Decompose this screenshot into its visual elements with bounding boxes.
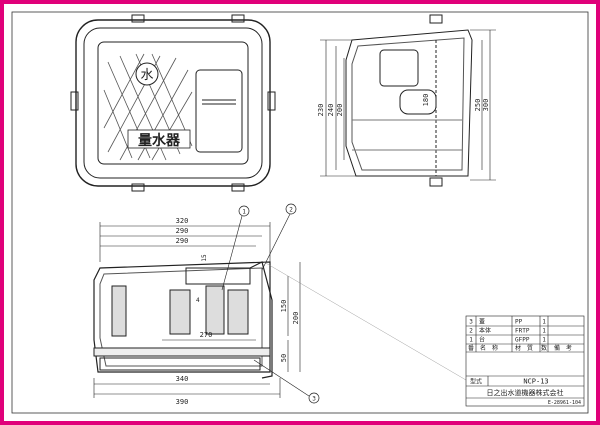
part-qty: 1 (542, 328, 546, 335)
dim-300: 300 (482, 99, 490, 112)
dim-200-section: 200 (292, 312, 300, 325)
part-qty: 1 (542, 337, 546, 344)
callout-leaders (221, 213, 313, 399)
dim-240: 240 (327, 104, 335, 117)
callout-2-circle (285, 203, 297, 215)
lid-label: 量水器 (138, 132, 181, 149)
section-view (93, 261, 273, 379)
parts-rows: 3 蓋 PP 1 2 本体 FRTP 1 1 台 GFPP 1 番 名 称 材 … (468, 318, 572, 353)
part-material: GFPP (515, 337, 530, 344)
drawing-frame (11, 11, 589, 414)
company-name: 日之出水道機器株式会社 (487, 388, 564, 397)
header-name: 名 称 (480, 344, 498, 352)
dim-390: 390 (176, 398, 189, 406)
section-dimension-lines (93, 222, 301, 398)
dim-290-top: 290 (176, 227, 189, 235)
title-block-grid (465, 315, 585, 407)
reference-line (263, 261, 467, 381)
top-view (70, 14, 276, 192)
callout-2: 2 (289, 207, 293, 214)
header-note: 備 考 (554, 344, 572, 352)
dim-320: 320 (176, 217, 189, 225)
dim-270: 270 (200, 331, 213, 339)
callout-1-circle (238, 205, 250, 217)
callout-3: 3 (312, 396, 316, 403)
dim-150: 150 (280, 300, 288, 313)
part-no: 2 (469, 328, 473, 335)
dim-230: 230 (317, 104, 325, 117)
side-dimension-lines (320, 29, 496, 181)
dim-4: 4 (196, 297, 200, 304)
part-material: FRTP (515, 328, 530, 335)
model-label: 型式 (470, 378, 482, 386)
callout-3-circle (308, 392, 320, 404)
side-view (345, 14, 473, 187)
part-no: 1 (469, 337, 473, 344)
dim-180: 180 (422, 94, 430, 107)
drawing-number: E-28961-104 (548, 400, 581, 406)
part-material: PP (515, 319, 523, 326)
part-name: 本体 (479, 327, 491, 335)
lid-label-box (127, 129, 191, 149)
header-qty: 数 (541, 344, 547, 352)
dim-15: 15 (201, 254, 208, 262)
dim-290: 290 (176, 237, 189, 245)
callout-1: 1 (242, 209, 246, 216)
part-name: 蓋 (479, 318, 485, 326)
dim-200: 200 (336, 104, 344, 117)
part-no: 3 (469, 319, 473, 326)
part-qty: 1 (542, 319, 546, 326)
header-no: 番 (468, 345, 474, 352)
dim-340: 340 (176, 375, 189, 383)
part-name: 台 (479, 336, 485, 344)
header-material: 材 質 (515, 344, 533, 352)
emblem-text: 水 (140, 68, 153, 83)
dim-250: 250 (474, 99, 482, 112)
dim-50: 50 (280, 354, 288, 362)
model-number: NCP-13 (523, 378, 548, 386)
